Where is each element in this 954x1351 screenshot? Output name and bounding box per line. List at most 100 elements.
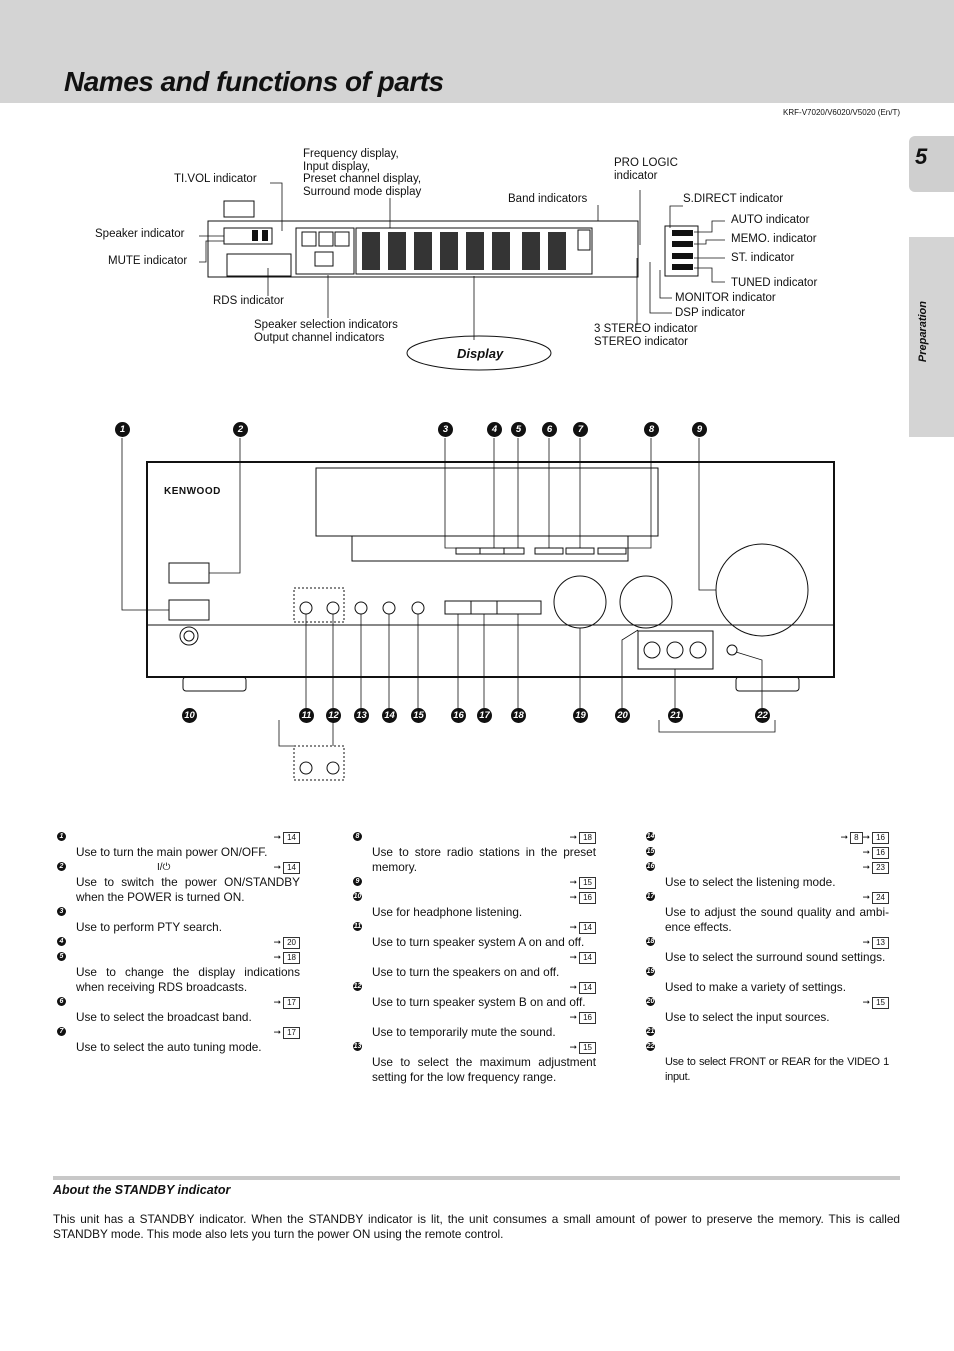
label-freq-line1: Frequency display, [303, 148, 399, 160]
label-band-indicators: Band indicators [508, 193, 588, 205]
page-ref-number: 16 [579, 1012, 596, 1024]
label-sdirect-indicator: S.DIRECT indicator [683, 193, 784, 205]
item-description [646, 935, 889, 950]
label-rds-indicator: RDS indicator [213, 295, 284, 307]
page-ref: ➞15 [863, 997, 889, 1009]
callout-9: 9 [692, 422, 707, 437]
page-ref-number: 17 [283, 1027, 300, 1039]
desc-item: 8➞18 Use to store radio stations in the … [353, 830, 596, 875]
item-description-text: Use to turn speaker system B on and off. [372, 995, 586, 1009]
item-number: 20 [646, 997, 655, 1006]
callout-15: 15 [411, 708, 426, 723]
brand-logo: KENWOOD [164, 486, 221, 497]
page-ref: ➞18 [570, 832, 596, 844]
page-ref-number: 14 [579, 952, 596, 964]
item-description-text: Use to select the auto tuning mode. [76, 1040, 262, 1054]
page-ref-number: 15 [872, 997, 889, 1009]
item-description [646, 995, 889, 1010]
label-monitor-indicator: MONITOR indicator [675, 292, 776, 304]
callout-10: 10 [182, 708, 197, 723]
item-description [57, 905, 300, 920]
callout-20: 20 [615, 708, 630, 723]
callout-13: 13 [354, 708, 369, 723]
about-text: This unit has a STANDBY indicator. When … [53, 1212, 900, 1241]
label-3stereo-indicator: 3 STEREO indicator [594, 323, 698, 335]
page-ref: ➞16 [570, 892, 596, 904]
desc-item: 17 ➞24 Use to adjust the sound quality an… [646, 890, 889, 935]
page-ref: ➞15 [570, 877, 596, 889]
callout-1: 1 [115, 422, 130, 437]
desc-item: 19 Used to make a variety of settings. [646, 965, 889, 995]
description-column-2: 8➞18 Use to store radio stations in the … [353, 830, 596, 1085]
display-segments [252, 230, 693, 270]
parts-diagram [121, 182, 835, 781]
item-number: 7 [57, 1027, 66, 1036]
item-number: 8 [353, 832, 362, 841]
callout-8: 8 [644, 422, 659, 437]
callout-22: 22 [755, 708, 770, 723]
callout-7: 7 [573, 422, 588, 437]
page-ref-number: 15 [579, 1042, 596, 1054]
item-description [353, 1040, 596, 1055]
page-ref-number: 18 [283, 952, 300, 964]
callout-19: 19 [573, 708, 588, 723]
page-ref-number: 17 [283, 997, 300, 1009]
desc-item: 7➞17 Use to select the auto tuning mode. [57, 1025, 300, 1055]
callout-12: 12 [326, 708, 341, 723]
page-ref: ➞14 [570, 982, 596, 994]
desc-item: ➞16 Use to temporarily mute the sound. [353, 1010, 596, 1040]
item-description [57, 830, 300, 845]
item-number: 9 [353, 877, 362, 886]
desc-item: 10➞16 Use for headphone listening. [353, 890, 596, 920]
label-memo-indicator: MEMO. indicator [731, 233, 817, 245]
item-number: 2 [57, 862, 66, 871]
desc-item: 5➞18 Use to change the display indicatio… [57, 950, 300, 995]
callout-14: 14 [382, 708, 397, 723]
item-description [57, 995, 300, 1010]
item-number: 17 [646, 892, 655, 901]
item-number: 22 [646, 1042, 655, 1051]
callout-2: 2 [233, 422, 248, 437]
label-prologic-line1: PRO LOGIC [614, 157, 678, 169]
item-description-text: Use to select the listening mode. [665, 875, 836, 889]
desc-item: 11➞14 Use to turn speaker system A on an… [353, 920, 596, 950]
page-ref: ➞8➞16 [841, 832, 889, 844]
label-auto-indicator: AUTO indicator [731, 214, 810, 226]
page-ref: ➞13 [863, 937, 889, 949]
label-spksel-line1: Speaker selection indicators [254, 319, 398, 331]
callout-18: 18 [511, 708, 526, 723]
item-number: 14 [646, 832, 655, 841]
page-ref: ➞16 [863, 847, 889, 859]
callout-4: 4 [487, 422, 502, 437]
label-mute-indicator: MUTE indicator [108, 255, 188, 267]
page-ref: ➞15 [570, 1042, 596, 1054]
page-ref-number: 16 [872, 847, 889, 859]
desc-item: 21 [646, 1025, 889, 1040]
item-number: 16 [646, 862, 655, 871]
section-divider [53, 1176, 900, 1180]
item-description-text: Use to switch the power ON/STANDBY when … [76, 875, 300, 904]
item-description [353, 1010, 596, 1025]
item-number: 15 [646, 847, 655, 856]
item-description [353, 920, 596, 935]
page-ref: ➞24 [863, 892, 889, 904]
label-freq-line3: Preset channel display, [303, 173, 422, 185]
page-ref-number: 18 [579, 832, 596, 844]
label-tivol-indicator: TI.VOL indicator [174, 173, 257, 185]
label-prologic-line2: indicator [614, 169, 658, 182]
desc-item: 6➞17 Use to select the broadcast band. [57, 995, 300, 1025]
page-ref-number: 14 [579, 922, 596, 934]
label-prologic-indicator: PRO LOGIC indicator [614, 157, 678, 182]
item-description [353, 980, 596, 995]
page-number-tab: 5 [909, 136, 954, 192]
item-description [646, 965, 889, 980]
item-description-text: Use to adjust the sound quality and ambi… [665, 905, 889, 934]
item-number: 12 [353, 982, 362, 991]
page-ref-number: 14 [283, 862, 300, 874]
item-description-text: Use to select the input sources. [665, 1010, 830, 1024]
label-stereo-indicator: STEREO indicator [594, 336, 688, 348]
header-band: Names and functions of parts [0, 0, 954, 103]
page-ref: ➞14 [274, 862, 300, 874]
desc-item: 20 ➞15 Use to select the input sources. [646, 995, 889, 1025]
